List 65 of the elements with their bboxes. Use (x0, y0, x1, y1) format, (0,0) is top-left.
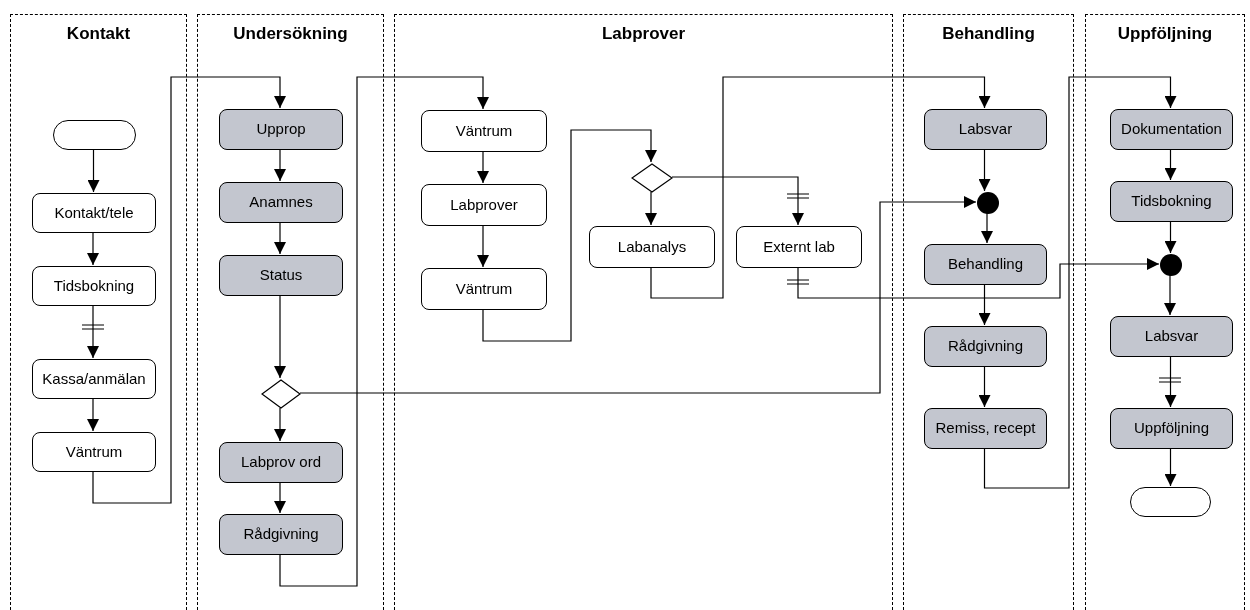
swimlane (394, 14, 893, 610)
arrow (274, 221, 286, 255)
process-box: Väntrum (421, 268, 547, 310)
arrow (978, 283, 991, 326)
process-box: Väntrum (32, 432, 156, 472)
arrow (786, 258, 1160, 299)
process-box: Kontakt/tele (32, 193, 156, 233)
decision-diamond (631, 163, 673, 193)
process-box: Labsvar (924, 109, 1047, 150)
arrow (477, 224, 489, 268)
swimlane (197, 14, 384, 610)
arrow (983, 76, 1177, 489)
arrow (81, 304, 105, 359)
process-box: Remiss, recept (924, 408, 1047, 449)
arrow (299, 196, 977, 394)
process-box: Rådgivning (219, 514, 343, 555)
lane-heading: Undersökning (232, 23, 349, 45)
process-box: Labsvar (1110, 316, 1233, 357)
arrow (650, 76, 991, 299)
arrow (671, 176, 810, 226)
arrow (274, 294, 286, 379)
arrow (92, 76, 286, 504)
arrow (1164, 220, 1177, 254)
lane-heading: Kontakt (65, 23, 132, 45)
process-box: Dokumentation (1110, 109, 1233, 150)
process-box: Rådgivning (924, 326, 1047, 367)
arrow (1164, 148, 1177, 181)
arrow (274, 148, 286, 182)
arrow (87, 148, 100, 193)
terminal-shape (53, 120, 136, 150)
lane-heading: Uppföljning (1116, 23, 1214, 45)
decision-diamond (261, 379, 301, 409)
arrow (1164, 274, 1176, 316)
terminal-shape (1130, 487, 1211, 517)
arrow (645, 191, 657, 226)
arrow (477, 150, 489, 184)
process-box: Upprop (219, 109, 343, 150)
arrow (87, 397, 99, 432)
swimlane (10, 14, 187, 610)
process-box: Kassa/anmälan (32, 359, 156, 399)
arrow (1158, 355, 1182, 408)
process-box: Behandling (924, 244, 1047, 285)
arrow (279, 76, 489, 587)
swimlane (903, 14, 1074, 610)
process-box: Labprov ord (219, 442, 343, 483)
lane-heading: Behandling (941, 23, 1036, 45)
process-box: Status (219, 255, 343, 296)
process-box: Labprover (421, 184, 547, 226)
lane-heading: Labprover (600, 23, 687, 45)
process-box: Tidsbokning (32, 266, 156, 306)
process-box: Väntrum (421, 110, 547, 152)
arrow (978, 148, 991, 192)
process-box: Labanalys (589, 226, 715, 268)
process-box: Anamnes (219, 182, 343, 223)
arrow (87, 231, 99, 266)
process-box: Uppföljning (1110, 408, 1233, 449)
arrow (981, 212, 993, 244)
swimlane (1085, 14, 1245, 610)
process-box: Tidsbokning (1110, 181, 1233, 222)
arrow (1164, 447, 1177, 487)
arrow (274, 407, 286, 442)
arrow (978, 365, 991, 408)
arrow (274, 481, 286, 514)
arrow (482, 129, 657, 342)
process-box: Externt lab (736, 226, 862, 268)
